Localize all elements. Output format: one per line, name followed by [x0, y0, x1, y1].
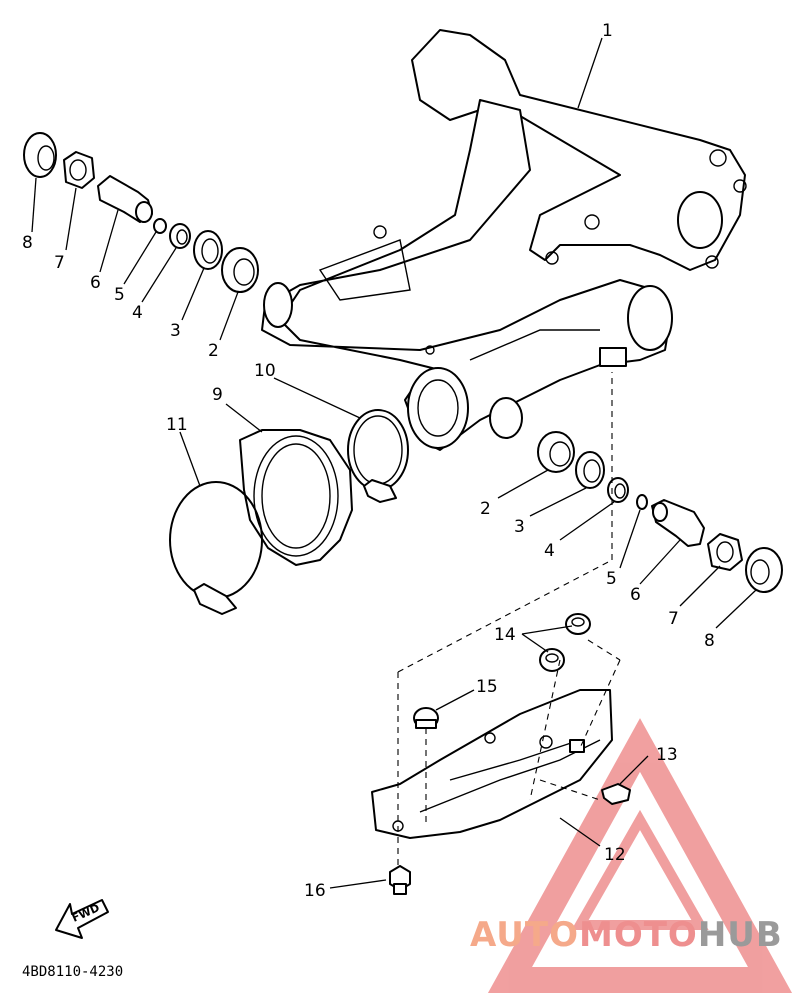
label-part-8-right: 8 — [704, 631, 715, 651]
label-part-7-right: 7 — [668, 609, 679, 629]
label-part-13: 13 — [656, 745, 678, 765]
left-bearing-stack — [23, 132, 259, 293]
label-part-11: 11 — [166, 415, 188, 435]
grommet-part-14a — [565, 613, 591, 635]
nut-7-left — [63, 151, 95, 189]
shaft-6-right — [651, 499, 705, 547]
oring-5-right — [636, 494, 648, 510]
watermark-moto: MOTO — [579, 915, 698, 955]
clip-part-13 — [601, 783, 631, 805]
seal-3-left — [193, 230, 223, 270]
bolt-part-16 — [389, 865, 411, 895]
nut-7-right — [707, 533, 743, 571]
label-part-1: 1 — [602, 21, 613, 41]
right-bearing-stack — [537, 431, 783, 593]
watermark-hub: HUB — [698, 915, 783, 955]
bearing-2-left — [221, 247, 259, 293]
label-part-2-left: 2 — [208, 341, 219, 361]
label-part-6-right: 6 — [630, 585, 641, 605]
cap-8-left — [23, 132, 57, 178]
cover-part-12 — [371, 689, 613, 839]
label-part-8-left: 8 — [22, 233, 33, 253]
part-labels: 1 8 7 6 5 4 3 2 2 3 4 5 6 7 8 9 10 11 12… — [22, 21, 715, 901]
label-part-7-left: 7 — [54, 253, 65, 273]
leader-lines — [31, 37, 757, 889]
label-part-9: 9 — [212, 385, 223, 405]
plug-part-15 — [413, 707, 439, 729]
label-part-16: 16 — [304, 881, 326, 901]
bearing-2-right — [537, 431, 575, 473]
label-part-3-left: 3 — [170, 321, 181, 341]
boot-part-9 — [239, 429, 353, 566]
label-part-5-right: 5 — [606, 569, 617, 589]
cap-8-right — [745, 547, 783, 593]
watermark-text: AUTOMOTOHUB — [470, 915, 783, 955]
collar-4-right — [607, 477, 629, 503]
oring-5-left — [153, 218, 167, 234]
band-part-11 — [169, 481, 263, 615]
label-part-6-left: 6 — [90, 273, 101, 293]
svg-text:AUTOMOTOHUB: AUTOMOTOHUB — [470, 915, 783, 955]
label-part-4-left: 4 — [132, 303, 143, 323]
label-part-2-right: 2 — [480, 499, 491, 519]
seal-3-right — [575, 451, 605, 489]
label-part-5-left: 5 — [114, 285, 125, 305]
grommet-part-14b — [539, 648, 565, 672]
drawing-code: 4BD8110-4230 — [22, 964, 123, 980]
label-part-12: 12 — [604, 845, 626, 865]
shaft-6-left — [97, 175, 153, 223]
collar-4-left — [169, 223, 191, 249]
fwd-arrow: FWD — [55, 899, 109, 939]
label-part-14: 14 — [494, 625, 516, 645]
label-part-15: 15 — [476, 677, 498, 697]
label-part-4-right: 4 — [544, 541, 555, 561]
alignment-lines — [397, 372, 621, 870]
swingarm-part-1 — [261, 29, 747, 451]
ring-part-10 — [347, 409, 409, 503]
watermark-logo — [487, 718, 793, 993]
watermark-auto: AUTO — [470, 915, 579, 955]
label-part-10: 10 — [254, 361, 276, 381]
label-part-3-right: 3 — [514, 517, 525, 537]
